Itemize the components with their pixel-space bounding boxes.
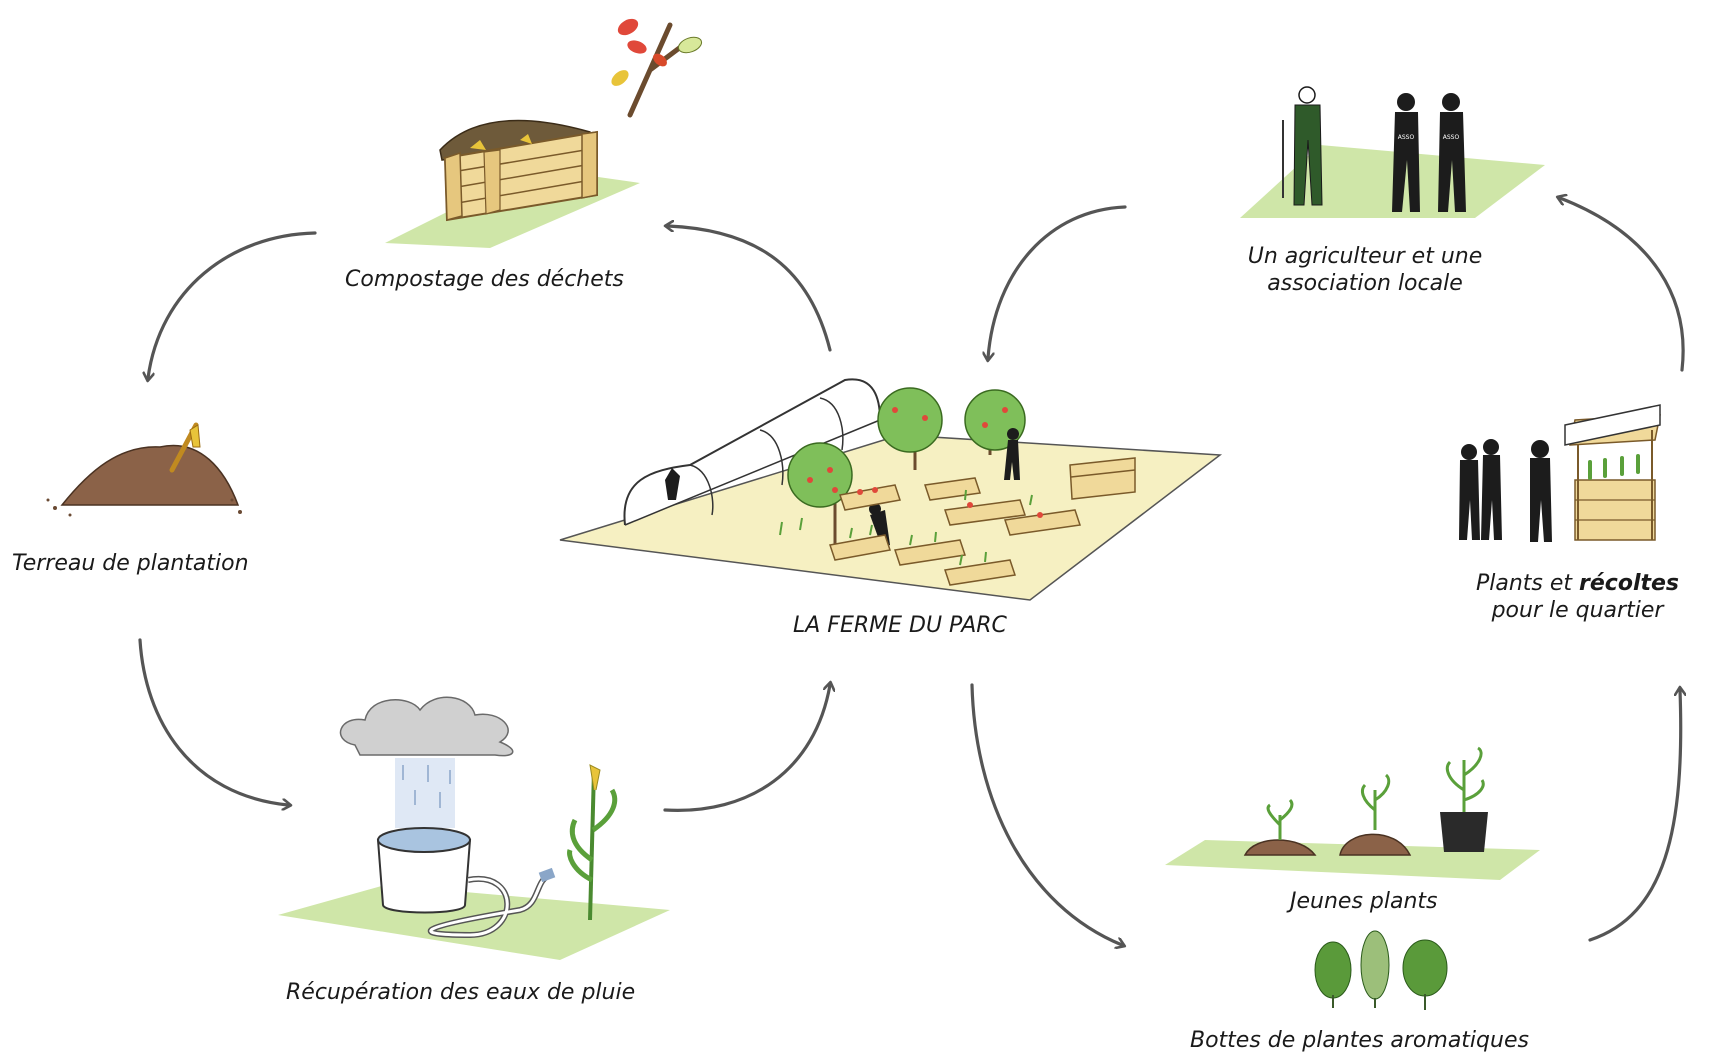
label-terreau: Terreau de plantation [12,551,249,576]
shirt-text-left: ASSO [1398,134,1415,141]
label-plants-line1: Plants et récoltes [1465,570,1690,597]
cycle-arrows [138,198,1685,945]
arrow-farm-to-jeunes [970,683,1122,945]
compost-illustration [385,18,703,248]
arrow-agri-to-farm [988,205,1127,358]
label-plants-line2: pour le quartier [1491,598,1664,623]
label-plants-line1-b: récoltes [1579,571,1680,596]
label-agriculteur-line1: Un agriculteur et une [1247,244,1483,269]
arrow-eaux-to-farm [663,685,830,812]
arrow-plants-to-agri [1560,198,1685,372]
label-ferme-du-parc: LA FERME DU PARC [793,613,1007,638]
farm-illustration [559,378,1223,601]
label-plants-recoltes: Plants et récoltes pour le quartier [1465,570,1690,624]
arrow-terreau-to-eaux [138,638,288,805]
arrow-farm-to-compost [668,226,832,352]
soil-pile-illustration [46,422,242,517]
label-plants-line1-a: Plants et [1475,571,1580,596]
farmer-association-illustration: ASSO ASSO [1240,86,1545,218]
label-agriculteur: Un agriculteur et une association locale [1245,243,1485,297]
herb-bundles-illustration [1314,930,1448,1010]
label-agriculteur-line2: association locale [1267,271,1463,296]
market-stand-illustration [1459,404,1661,542]
arrow-jeunes-to-plants [1588,690,1681,942]
label-eaux-de-pluie: Récupération des eaux de pluie [286,980,636,1005]
label-compostage: Compostage des déchets [345,267,624,292]
label-jeunes-plants: Jeunes plants [1290,889,1438,914]
arrow-compost-to-terreau [148,231,317,378]
label-bottes-aromatiques: Bottes de plantes aromatiques [1190,1028,1529,1053]
shirt-text-right: ASSO [1443,134,1460,141]
young-plants-illustration [1165,746,1540,880]
rainwater-illustration [278,696,670,960]
